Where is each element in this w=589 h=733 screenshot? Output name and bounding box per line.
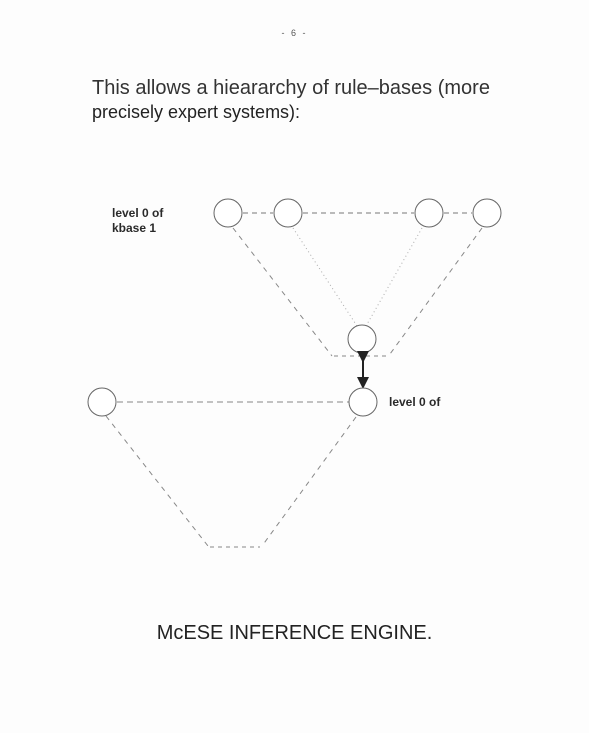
lower-right-side	[261, 416, 357, 547]
node-upper-apex	[347, 324, 377, 354]
engine-title: McESE INFERENCE ENGINE.	[156, 622, 433, 644]
upper-left-side	[232, 227, 333, 357]
label-level0-lower: level 0 of	[389, 395, 441, 409]
lower-left-side	[105, 415, 209, 547]
node-upper-2	[273, 198, 303, 228]
node-lower-right	[348, 387, 378, 417]
label-level0-kbase1-line1: level 0 of	[112, 206, 164, 220]
upper-right-side	[389, 227, 483, 355]
dotted-link-right	[365, 227, 423, 327]
upper-kbase: level 0 of kbase 1	[112, 198, 502, 357]
intro-line-1: This allows a hieararchy of rule–bases (…	[92, 77, 490, 99]
intro-text: This allows a hieararchy of rule–bases (…	[92, 76, 552, 124]
intro-line-2: precisely expert systems):	[92, 102, 301, 122]
dotted-link-left	[292, 227, 358, 327]
node-lower-left	[87, 387, 117, 417]
node-upper-4	[472, 198, 502, 228]
label-level0-kbase1-line2: kbase 1	[112, 221, 156, 235]
node-upper-1	[213, 198, 243, 228]
lower-kbase: level 0 of	[87, 387, 441, 548]
node-upper-3	[414, 198, 444, 228]
page-number: - 6 -	[281, 28, 308, 38]
